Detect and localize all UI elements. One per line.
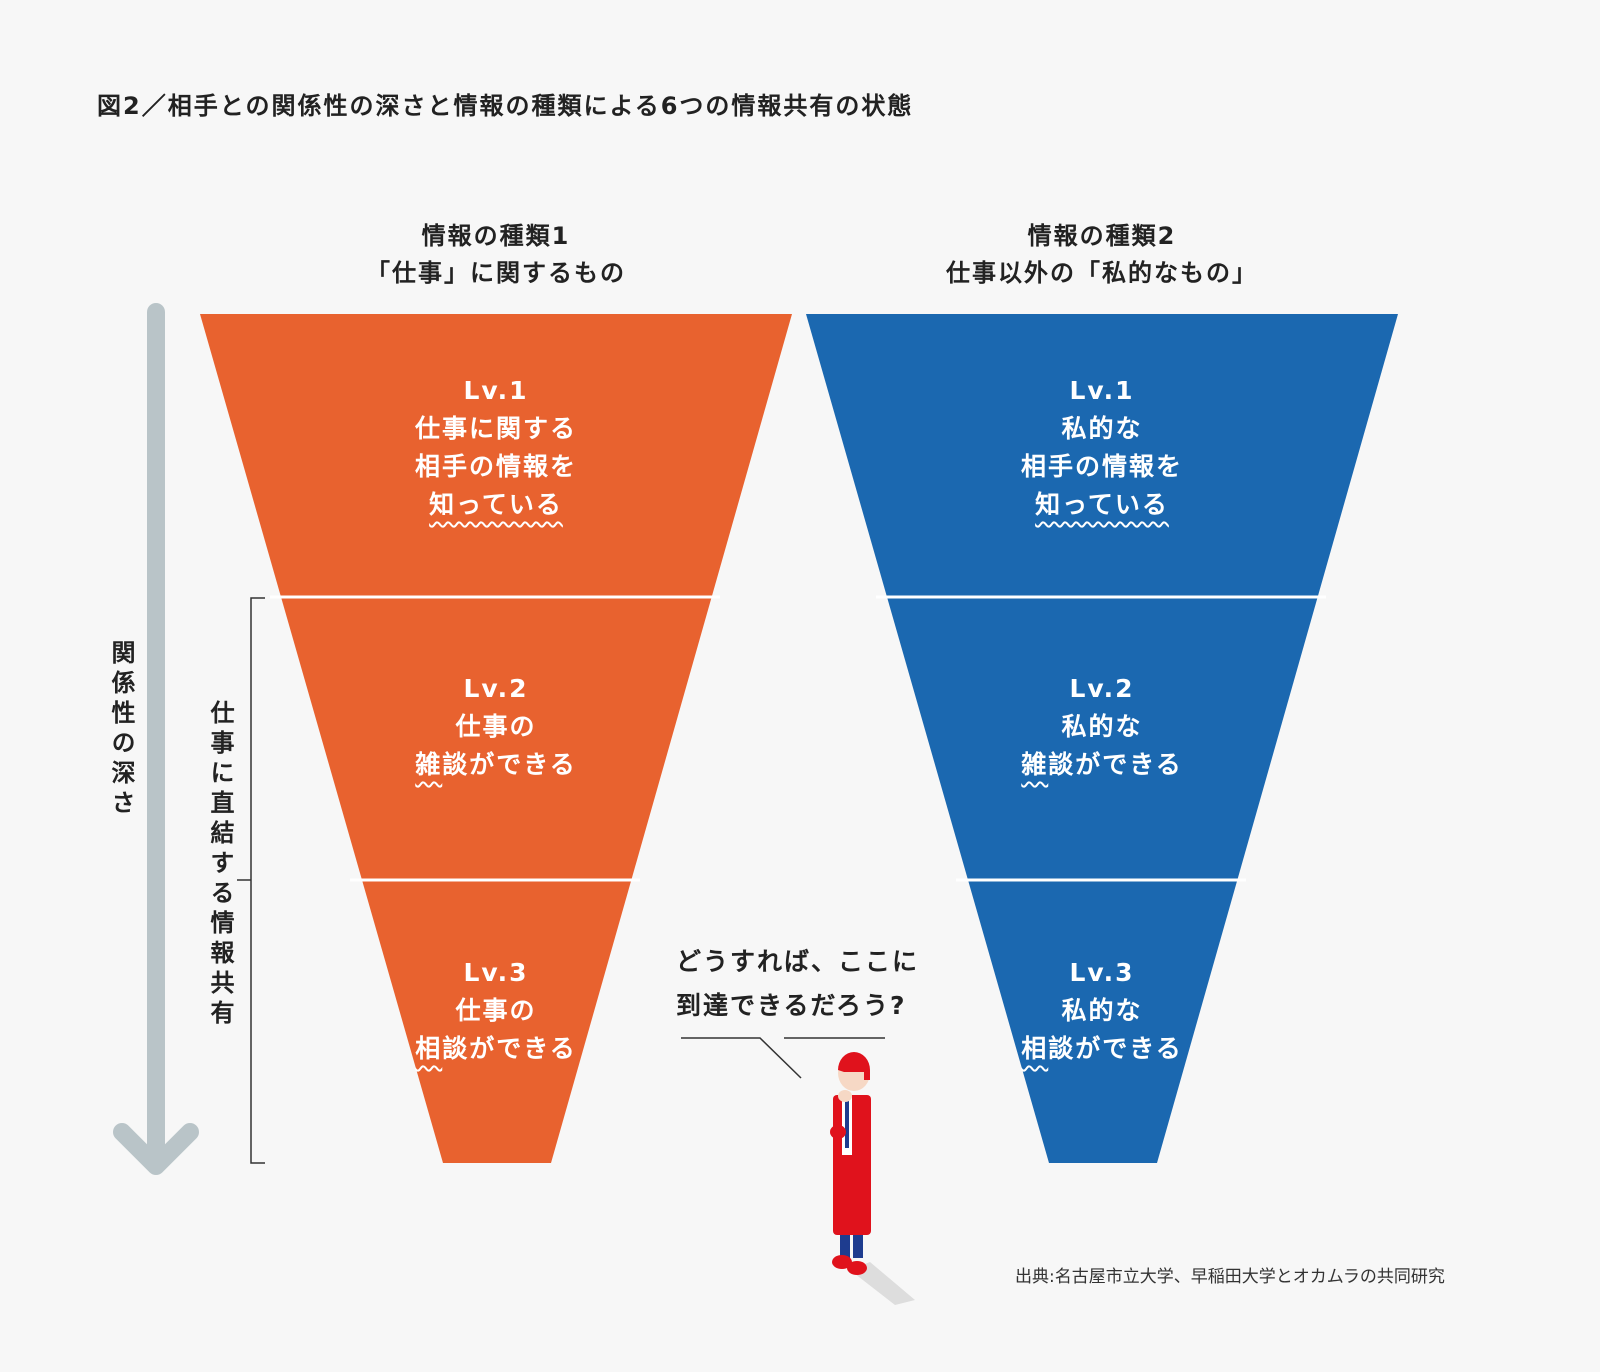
level-text-line: Lv.1	[952, 372, 1252, 410]
text: Lv.2	[1069, 674, 1135, 703]
text: 相手の情報を	[414, 452, 577, 481]
text: 談ができる	[442, 750, 577, 779]
underlined-text: 知っている	[429, 490, 563, 519]
underlined-text: 雑	[1021, 750, 1049, 779]
text: 私的な	[1061, 712, 1143, 741]
level-dividers	[270, 595, 1326, 882]
level-text-line: 相手の情報を	[952, 448, 1252, 486]
level-text-line: 知っている	[346, 486, 646, 524]
level-text-line: Lv.2	[346, 670, 646, 708]
text: 談ができる	[442, 1034, 577, 1063]
bracket-label: 仕事に直結する情報共有	[206, 700, 234, 1030]
text: 仕事の	[455, 996, 537, 1025]
figure-title: 図2／相手との関係性の深さと情報の種類による6つの情報共有の状態	[97, 92, 914, 120]
text: 談ができる	[1048, 1034, 1183, 1063]
level-text-line: 私的な	[952, 992, 1252, 1030]
text: Lv.3	[463, 958, 529, 987]
text: 私的な	[1061, 414, 1143, 443]
person-illustration	[830, 1052, 915, 1305]
work-level-1: Lv.1 仕事に関する相手の情報を知っている	[346, 372, 646, 524]
depth-arrow	[113, 303, 199, 1175]
level-text-line: 私的な	[952, 410, 1252, 448]
level-text-line: Lv.3	[346, 954, 646, 992]
header-work: 情報の種類1 「仕事」に関するもの	[286, 218, 706, 292]
funnel-work	[200, 314, 792, 1163]
source-credit: 出典:名古屋市立大学、早稲田大学とオカムラの共同研究	[1015, 1267, 1445, 1287]
speech-line1: どうすれば、ここに	[676, 947, 920, 976]
header-private-line2: 仕事以外の「私的なもの」	[946, 259, 1258, 287]
underlined-text: 相	[1021, 1034, 1049, 1063]
bracket	[237, 597, 265, 1164]
text: 仕事の	[455, 712, 537, 741]
text: 私的な	[1061, 996, 1143, 1025]
depth-axis-label: 関係性の深さ	[107, 640, 135, 820]
level-text-line: Lv.1	[346, 372, 646, 410]
text: Lv.1	[463, 376, 529, 405]
text: Lv.3	[1069, 958, 1135, 987]
speech-pointer	[681, 1037, 885, 1079]
level-text-line: 仕事の	[346, 708, 646, 746]
level-text-line: Lv.2	[952, 670, 1252, 708]
text: Lv.1	[1069, 376, 1135, 405]
level-text-line: 仕事に関する	[346, 410, 646, 448]
level-text-line: 相手の情報を	[346, 448, 646, 486]
level-text-line: 仕事の	[346, 992, 646, 1030]
text: 談ができる	[1048, 750, 1183, 779]
header-work-line2: 「仕事」に関するもの	[366, 259, 626, 287]
level-text-line: 雑談ができる	[346, 746, 646, 784]
underlined-text: 知っている	[1035, 490, 1169, 519]
level-text-line: 相談ができる	[952, 1030, 1252, 1068]
level-text-line: 相談ができる	[346, 1030, 646, 1068]
underlined-text: 相	[415, 1034, 443, 1063]
level-text-line: Lv.3	[952, 954, 1252, 992]
text: Lv.2	[463, 674, 529, 703]
funnel-private	[806, 314, 1398, 1163]
speech-line2: 到達できるだろう?	[676, 991, 907, 1020]
speech-bubble-text: どうすれば、ここに 到達できるだろう?	[676, 940, 919, 1028]
level-text-line: 知っている	[952, 486, 1252, 524]
text: 相手の情報を	[1020, 452, 1183, 481]
underlined-text: 雑	[415, 750, 443, 779]
text: 仕事に関する	[414, 414, 577, 443]
private-level-1: Lv.1 私的な相手の情報を知っている	[952, 372, 1252, 524]
header-private: 情報の種類2 仕事以外の「私的なもの」	[892, 218, 1312, 292]
level-text-line: 私的な	[952, 708, 1252, 746]
level-text-line: 雑談ができる	[952, 746, 1252, 784]
header-private-line1: 情報の種類2	[1027, 222, 1177, 250]
header-work-line1: 情報の種類1	[421, 222, 571, 250]
